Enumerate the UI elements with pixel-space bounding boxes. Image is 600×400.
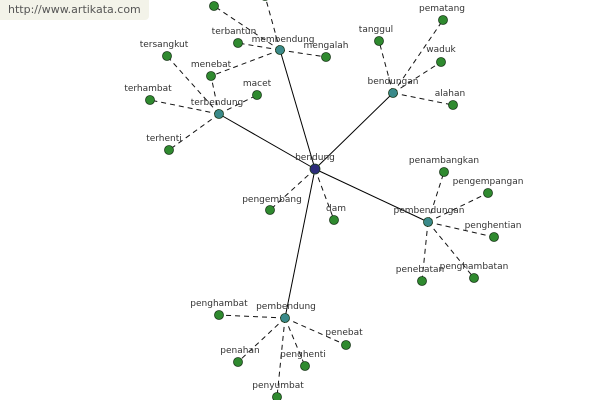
- node-waduk[interactable]: [436, 57, 446, 67]
- edge-terbendung-macet: [218, 94, 258, 115]
- label-penyumbat: penyumbat: [252, 381, 304, 391]
- node-macet[interactable]: [252, 90, 262, 100]
- label-penghambat: penghambat: [190, 299, 248, 309]
- node-menebat[interactable]: [206, 71, 216, 81]
- node-terhenti[interactable]: [164, 145, 174, 155]
- edge-membendung-mengalah: [279, 49, 327, 58]
- label-dam: dam: [326, 204, 346, 214]
- edge-terbendung-menebat: [210, 75, 220, 115]
- label-penebat: penebat: [325, 328, 363, 338]
- node-tanggul[interactable]: [374, 36, 384, 46]
- node-pengembang[interactable]: [265, 205, 275, 215]
- label-bendung: bendung: [295, 153, 335, 163]
- label-membendung: membendung: [252, 35, 315, 45]
- edge-membendung-top2: [265, 0, 281, 51]
- label-bendungan: bendungan: [367, 77, 418, 87]
- label-terbendung: terbendung: [191, 98, 244, 108]
- label-penghenti: penghenti: [280, 350, 326, 360]
- node-pembendungan[interactable]: [423, 217, 433, 227]
- label-menebat: menebat: [191, 60, 232, 70]
- label-pembendungan: pembendungan: [393, 206, 464, 216]
- edge-terbendung-tersangkut: [166, 55, 220, 115]
- edge-bendung-pembendungan: [314, 168, 429, 223]
- label-terhambat: terhambat: [124, 84, 172, 94]
- node-penghambatan[interactable]: [469, 273, 479, 283]
- node-bendungan[interactable]: [388, 88, 398, 98]
- edge-terbendung-terhambat: [149, 99, 220, 115]
- label-pembendung: pembendung: [256, 302, 316, 312]
- label-penebatan: penebatan: [396, 265, 444, 275]
- node-penghambat[interactable]: [214, 310, 224, 320]
- label-penghentian: penghentian: [465, 221, 522, 231]
- edge-pembendung-penghambat: [218, 314, 286, 319]
- edge-membendung-top1: [213, 5, 281, 51]
- label-pematang: pematang: [419, 4, 465, 14]
- edge-bendung-dam: [314, 168, 335, 221]
- label-terbantun: terbantun: [212, 27, 257, 37]
- edge-bendung-terbendung: [218, 113, 316, 170]
- edge-bendung-pembendung: [284, 168, 316, 319]
- edge-pembendungan-pengempangan: [427, 192, 489, 223]
- edge-pembendung-penebat: [284, 317, 347, 346]
- edge-bendung-bendungan: [314, 92, 394, 170]
- node-mengalah[interactable]: [321, 52, 331, 62]
- edges-layer: [149, 0, 495, 398]
- label-pengempangan: pengempangan: [453, 177, 524, 187]
- edge-pembendungan-penghambatan: [427, 221, 475, 279]
- edge-pembendung-penahan: [237, 317, 286, 363]
- node-alahan[interactable]: [448, 100, 458, 110]
- edge-bendungan-waduk: [392, 61, 442, 94]
- label-tersangkut: tersangkut: [140, 40, 189, 50]
- label-waduk: waduk: [426, 45, 456, 55]
- label-penahan: penahan: [220, 346, 259, 356]
- node-terbantun[interactable]: [233, 38, 243, 48]
- label-penghambatan: penghambatan: [440, 262, 509, 272]
- node-terbendung[interactable]: [214, 109, 224, 119]
- label-tanggul: tanggul: [359, 25, 393, 35]
- edge-bendungan-alahan: [392, 92, 454, 106]
- node-bendung[interactable]: [309, 163, 321, 175]
- node-penahan[interactable]: [233, 357, 243, 367]
- label-pengembang: pengembang: [242, 195, 302, 205]
- node-top1[interactable]: [209, 1, 219, 11]
- label-mengalah: mengalah: [304, 41, 349, 51]
- node-pengempangan[interactable]: [483, 188, 493, 198]
- node-penyumbat[interactable]: [272, 392, 282, 400]
- edge-terbendung-terhenti: [168, 113, 220, 151]
- node-pematang[interactable]: [438, 15, 448, 25]
- node-penambangkan[interactable]: [439, 167, 449, 177]
- node-penghenti[interactable]: [300, 361, 310, 371]
- label-terhenti: terhenti: [146, 134, 182, 144]
- node-penghentian[interactable]: [489, 232, 499, 242]
- edge-pembendung-penyumbat: [276, 317, 286, 398]
- edge-membendung-menebat: [210, 49, 281, 77]
- watermark-url: http://www.artikata.com: [0, 0, 149, 20]
- edge-bendungan-pematang: [392, 19, 444, 94]
- edge-bendung-pengembang: [269, 168, 316, 211]
- edge-pembendungan-penghentian: [427, 221, 495, 238]
- node-top2[interactable]: [261, 0, 270, 1]
- nodes-layer: [145, 0, 499, 400]
- node-dam[interactable]: [329, 215, 339, 225]
- node-tersangkut[interactable]: [162, 51, 172, 61]
- labels-layer: bendung membendung bendungan terbendung pemb…: [124, 4, 523, 391]
- label-alahan: alahan: [435, 89, 465, 99]
- node-penebatan[interactable]: [417, 276, 427, 286]
- edge-membendung-terbantun: [237, 42, 281, 51]
- node-terhambat[interactable]: [145, 95, 155, 105]
- node-membendung[interactable]: [275, 45, 285, 55]
- node-pembendung[interactable]: [280, 313, 290, 323]
- label-penambangkan: penambangkan: [409, 156, 479, 166]
- node-penebat[interactable]: [341, 340, 351, 350]
- edge-pembendungan-penebatan: [421, 221, 429, 282]
- label-macet: macet: [243, 79, 272, 89]
- edge-bendung-membendung: [279, 49, 316, 170]
